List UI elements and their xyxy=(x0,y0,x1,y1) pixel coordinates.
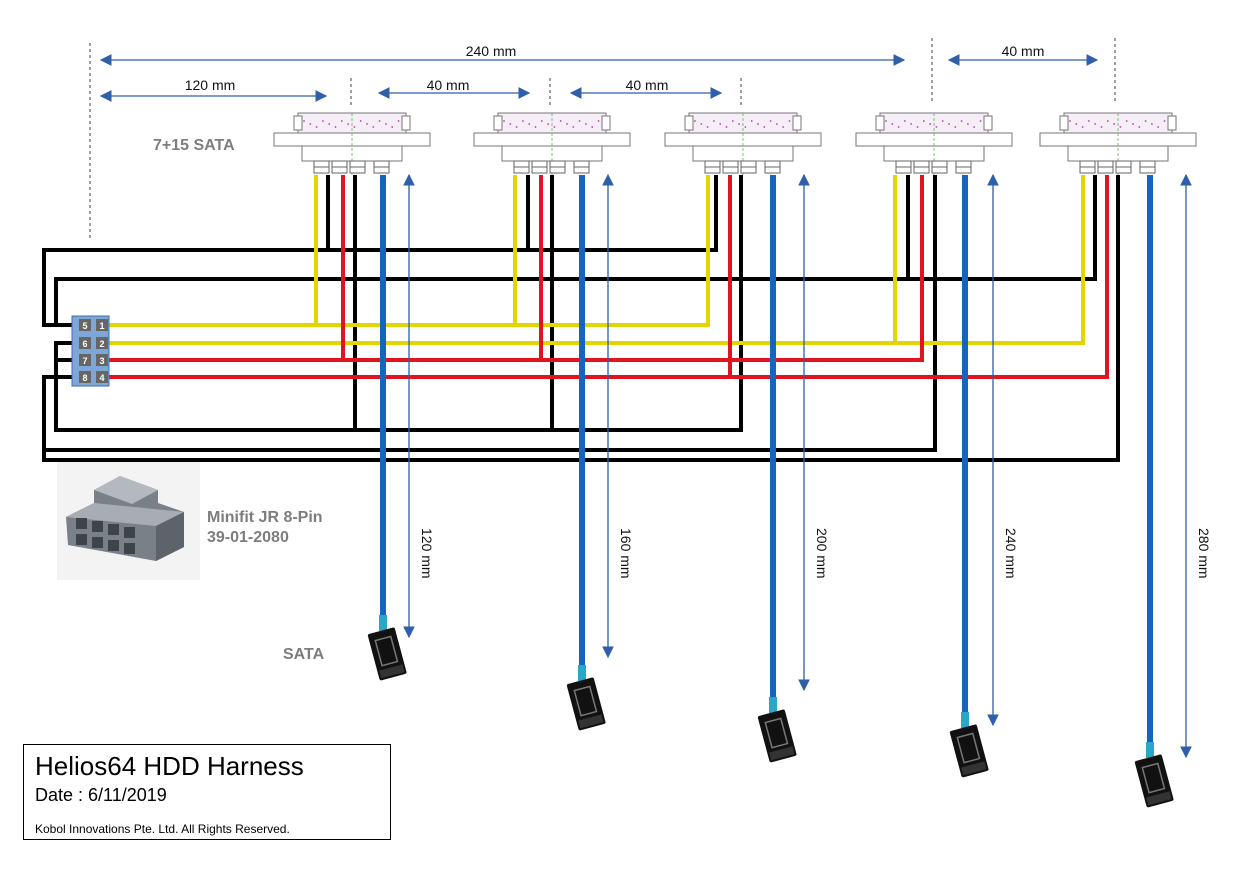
sata-data-cables xyxy=(367,175,1174,808)
copyright-notice: Kobol Innovations Pte. Ltd. All Rights R… xyxy=(35,822,290,836)
header-pin: 3 xyxy=(96,354,108,366)
black-wire-5b xyxy=(54,175,1097,327)
black-wire-8 xyxy=(42,175,937,452)
header-pin: 5 xyxy=(79,319,91,331)
sata-data-cable xyxy=(757,175,797,763)
horizontal-dimensions xyxy=(99,54,1099,102)
dim-gap-c-label: 40 mm xyxy=(1002,43,1045,59)
black-wire-7 xyxy=(54,175,554,432)
header-pin-number: 2 xyxy=(99,339,104,349)
sata-power-connector xyxy=(664,112,822,175)
cable-length-label: 280 mm xyxy=(1196,528,1212,579)
header-pin: 7 xyxy=(79,354,91,366)
header-pin: 2 xyxy=(96,337,108,349)
header-pin-number: 6 xyxy=(82,339,87,349)
sata-data-plug xyxy=(757,709,797,763)
header-pin-number: 5 xyxy=(82,321,87,331)
cable-length-dimension: 120 mm xyxy=(403,173,435,639)
header-pin: 1 xyxy=(96,319,108,331)
header-pin-number: 4 xyxy=(99,373,104,383)
sata-data-label: SATA xyxy=(283,646,325,663)
cable-length-label: 160 mm xyxy=(618,528,634,579)
dim-overall-label: 240 mm xyxy=(466,43,517,59)
sata-data-plug xyxy=(949,724,989,778)
yellow-wire-2 xyxy=(108,175,1085,345)
cable-length-label: 240 mm xyxy=(1003,528,1019,579)
drawing-date: Date : 6/11/2019 xyxy=(35,785,167,805)
sata-data-cable xyxy=(566,175,606,731)
sata-data-cable xyxy=(367,175,407,681)
wire-bundle xyxy=(42,175,1120,462)
sata-power-connector xyxy=(473,112,631,175)
red-wire-3 xyxy=(108,175,924,362)
red-wire-4 xyxy=(108,175,1109,379)
sata-power-connector xyxy=(855,112,1013,175)
minifit-name-label: Minifit JR 8-Pin xyxy=(207,509,323,526)
cable-length-dimension: 280 mm xyxy=(1180,173,1212,759)
dim-gap-a-label: 40 mm xyxy=(427,77,470,93)
yellow-wire-1 xyxy=(108,175,710,327)
cable-length-dimension: 160 mm xyxy=(602,173,634,659)
cable-length-label: 120 mm xyxy=(419,528,435,579)
sata-power-connector xyxy=(273,112,431,175)
minifit-part-label: 39-01-2080 xyxy=(207,529,289,546)
header-pin: 4 xyxy=(96,371,108,383)
sata-data-cable xyxy=(1134,175,1174,808)
cable-length-dimension: 240 mm xyxy=(987,173,1019,727)
minifit-header: 5 1 6 2 7 3 8 4 xyxy=(71,315,110,387)
minifit-connector-image xyxy=(57,462,200,580)
cable-length-dimensions: 120 mm 160 mm 200 mm 240 mm 280 mm xyxy=(403,173,1212,759)
cable-length-dimension: 200 mm xyxy=(798,173,830,692)
sata-data-cable xyxy=(949,175,989,778)
black-wire-6 xyxy=(54,175,357,432)
cable-length-label: 200 mm xyxy=(814,528,830,579)
header-pin-number: 7 xyxy=(82,356,87,366)
sata-data-plug xyxy=(367,627,407,681)
dim-gap-b-label: 40 mm xyxy=(626,77,669,93)
drawing-title: Helios64 HDD Harness xyxy=(35,751,304,781)
title-block: Helios64 HDD Harness Date : 6/11/2019 Ko… xyxy=(23,744,391,840)
header-pin: 8 xyxy=(79,371,91,383)
sata-data-plug xyxy=(566,677,606,731)
dim-first-label: 120 mm xyxy=(185,77,236,93)
header-pin-number: 1 xyxy=(99,321,104,331)
header-pin: 6 xyxy=(79,337,91,349)
header-pin-number: 3 xyxy=(99,356,104,366)
header-pin-number: 8 xyxy=(82,373,87,383)
sata-power-connector xyxy=(1039,112,1197,175)
sata-data-plug xyxy=(1134,754,1174,808)
minifit-connector-icon xyxy=(66,476,184,561)
sata-power-connectors xyxy=(273,112,1197,175)
sata-power-label: 7+15 SATA xyxy=(153,137,235,154)
black-wire-c xyxy=(56,175,743,432)
reference-lines xyxy=(89,38,1116,238)
